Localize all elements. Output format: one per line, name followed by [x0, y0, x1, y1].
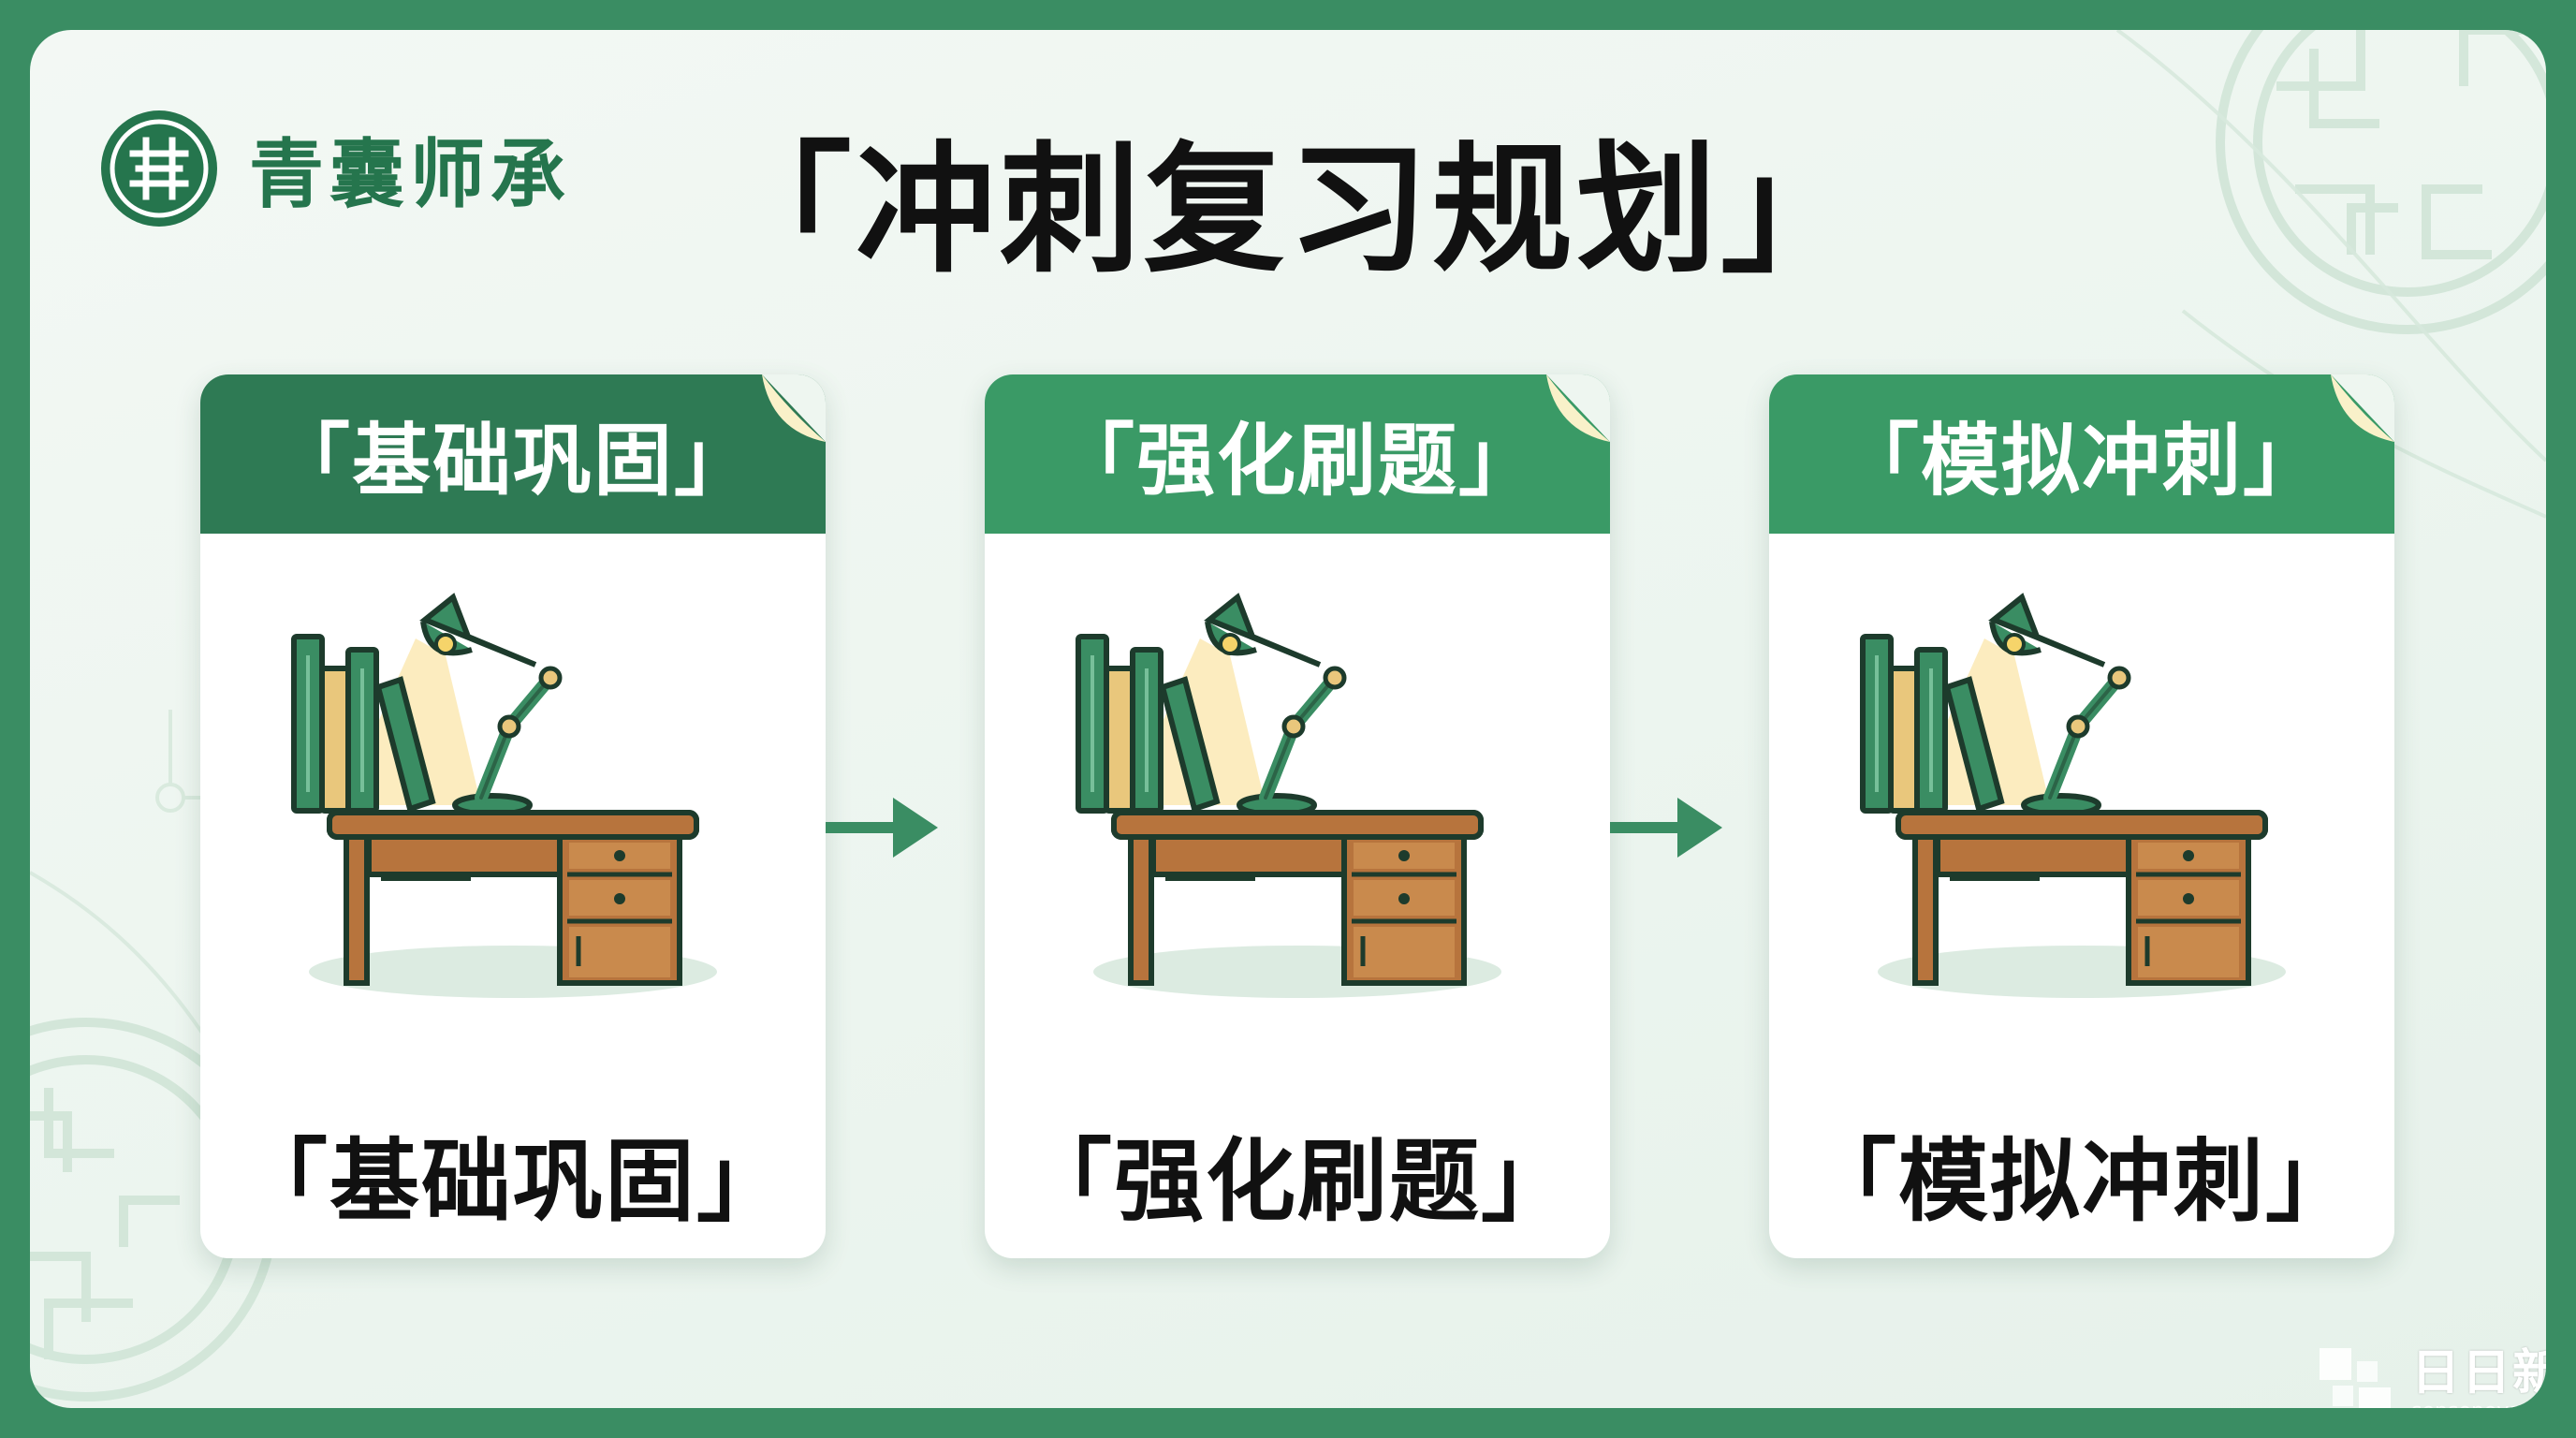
watermark: 日日新 sensenova [2312, 1339, 2546, 1408]
slide-frame: 青囊师承 「冲刺复习规划」 「基础巩固」 「基础巩固」 [30, 30, 2546, 1408]
study-desk-icon [1860, 593, 2286, 998]
watermark-main: 日日新 [2411, 1345, 2546, 1401]
page-title: 「冲刺复习规划」 [710, 129, 1865, 292]
stage-header: 「强化刷题」 [985, 374, 1610, 534]
sensenova-logo-icon [2320, 1348, 2391, 1408]
stage-card-2: 「强化刷题」 「强化刷题」 [985, 374, 1610, 1258]
stage-card-3: 「模拟冲刺」 「模拟冲刺」 [1769, 374, 2394, 1258]
stage-header: 「基础巩固」 [200, 374, 826, 534]
arrow-right-icon [1610, 798, 1722, 858]
brand-logo: 青囊师承 [95, 103, 571, 234]
stage-header: 「模拟冲刺」 [1769, 374, 2394, 534]
arrow-right-icon [826, 798, 938, 858]
chinese-knot-emblem-icon [101, 110, 217, 227]
stage-label: 「强化刷题」 [1022, 1129, 1573, 1234]
stage-label: 「模拟冲刺」 [1807, 1129, 2357, 1234]
folded-corner [1546, 374, 1610, 442]
study-desk-icon [291, 593, 717, 998]
stage-label: 「基础巩固」 [238, 1129, 788, 1234]
brand-name: 青囊师承 [249, 130, 571, 218]
folded-corner [2331, 374, 2394, 442]
study-desk-icon [1076, 593, 1501, 998]
stage-card-1: 「基础巩固」 「基础巩固」 [200, 374, 826, 1258]
folded-corner [762, 374, 826, 442]
watermark-sub: sensenova [2411, 1401, 2546, 1409]
